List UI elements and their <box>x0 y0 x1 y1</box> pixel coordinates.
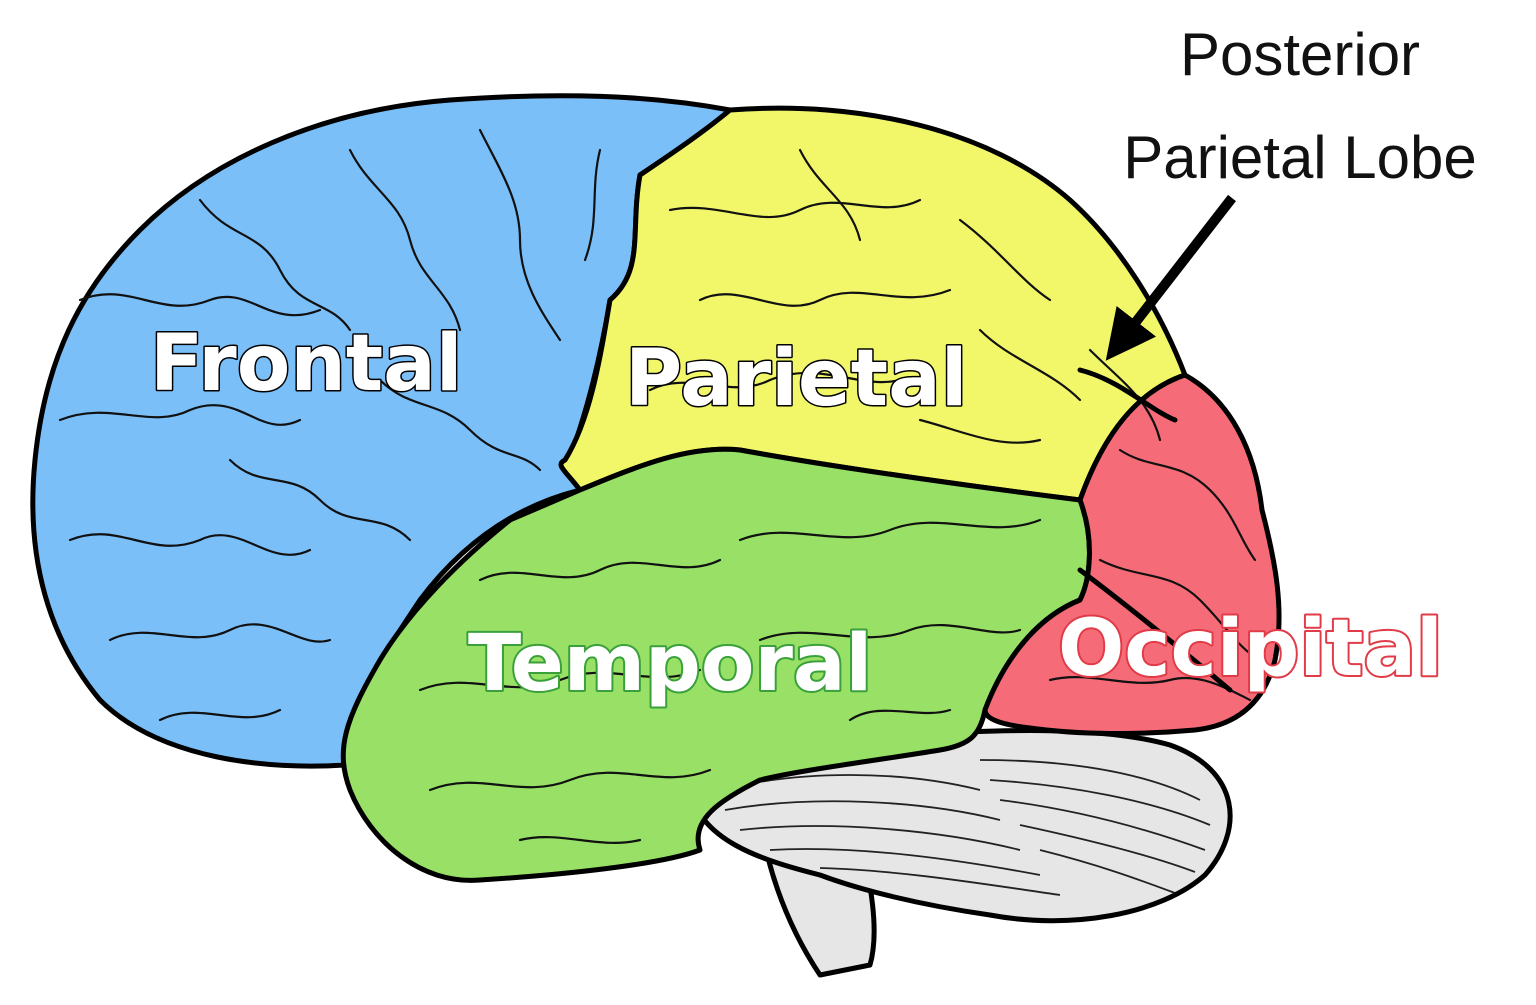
occipital-sulcus <box>1077 567 1233 693</box>
parieto-occipital-sulcus <box>1077 367 1178 423</box>
parietal-temporal-boundary <box>739 448 1081 502</box>
callout-arrow <box>1105 194 1236 361</box>
occipital-label: Occipital <box>1058 604 1443 694</box>
callout-line-2: Parietal Lobe <box>1123 124 1477 191</box>
frontal-label: Frontal <box>150 319 463 409</box>
temporal-lobe <box>340 446 1092 883</box>
occipital-lobe <box>982 372 1282 737</box>
gyri-detail <box>58 128 1262 844</box>
parietal-label: Parietal <box>625 334 967 424</box>
callout-line-1: Posterior <box>1180 21 1420 88</box>
parietal-lobe <box>558 105 1188 503</box>
temporal-label: Temporal <box>468 619 872 709</box>
